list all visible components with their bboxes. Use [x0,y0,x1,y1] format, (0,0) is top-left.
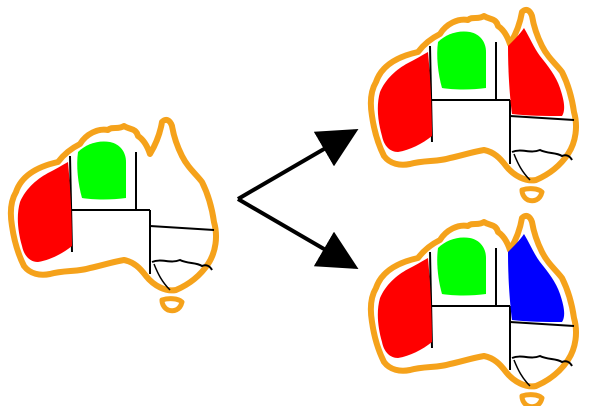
branch-map-top [371,10,576,201]
region-northern-territory [437,31,486,90]
arrow-to-top [236,128,359,201]
region-northern-territory [77,141,126,200]
source-map [11,120,216,311]
arrow-to-bottom [236,197,359,270]
branch-map-bottom [371,216,576,406]
region-northern-territory [437,237,486,296]
